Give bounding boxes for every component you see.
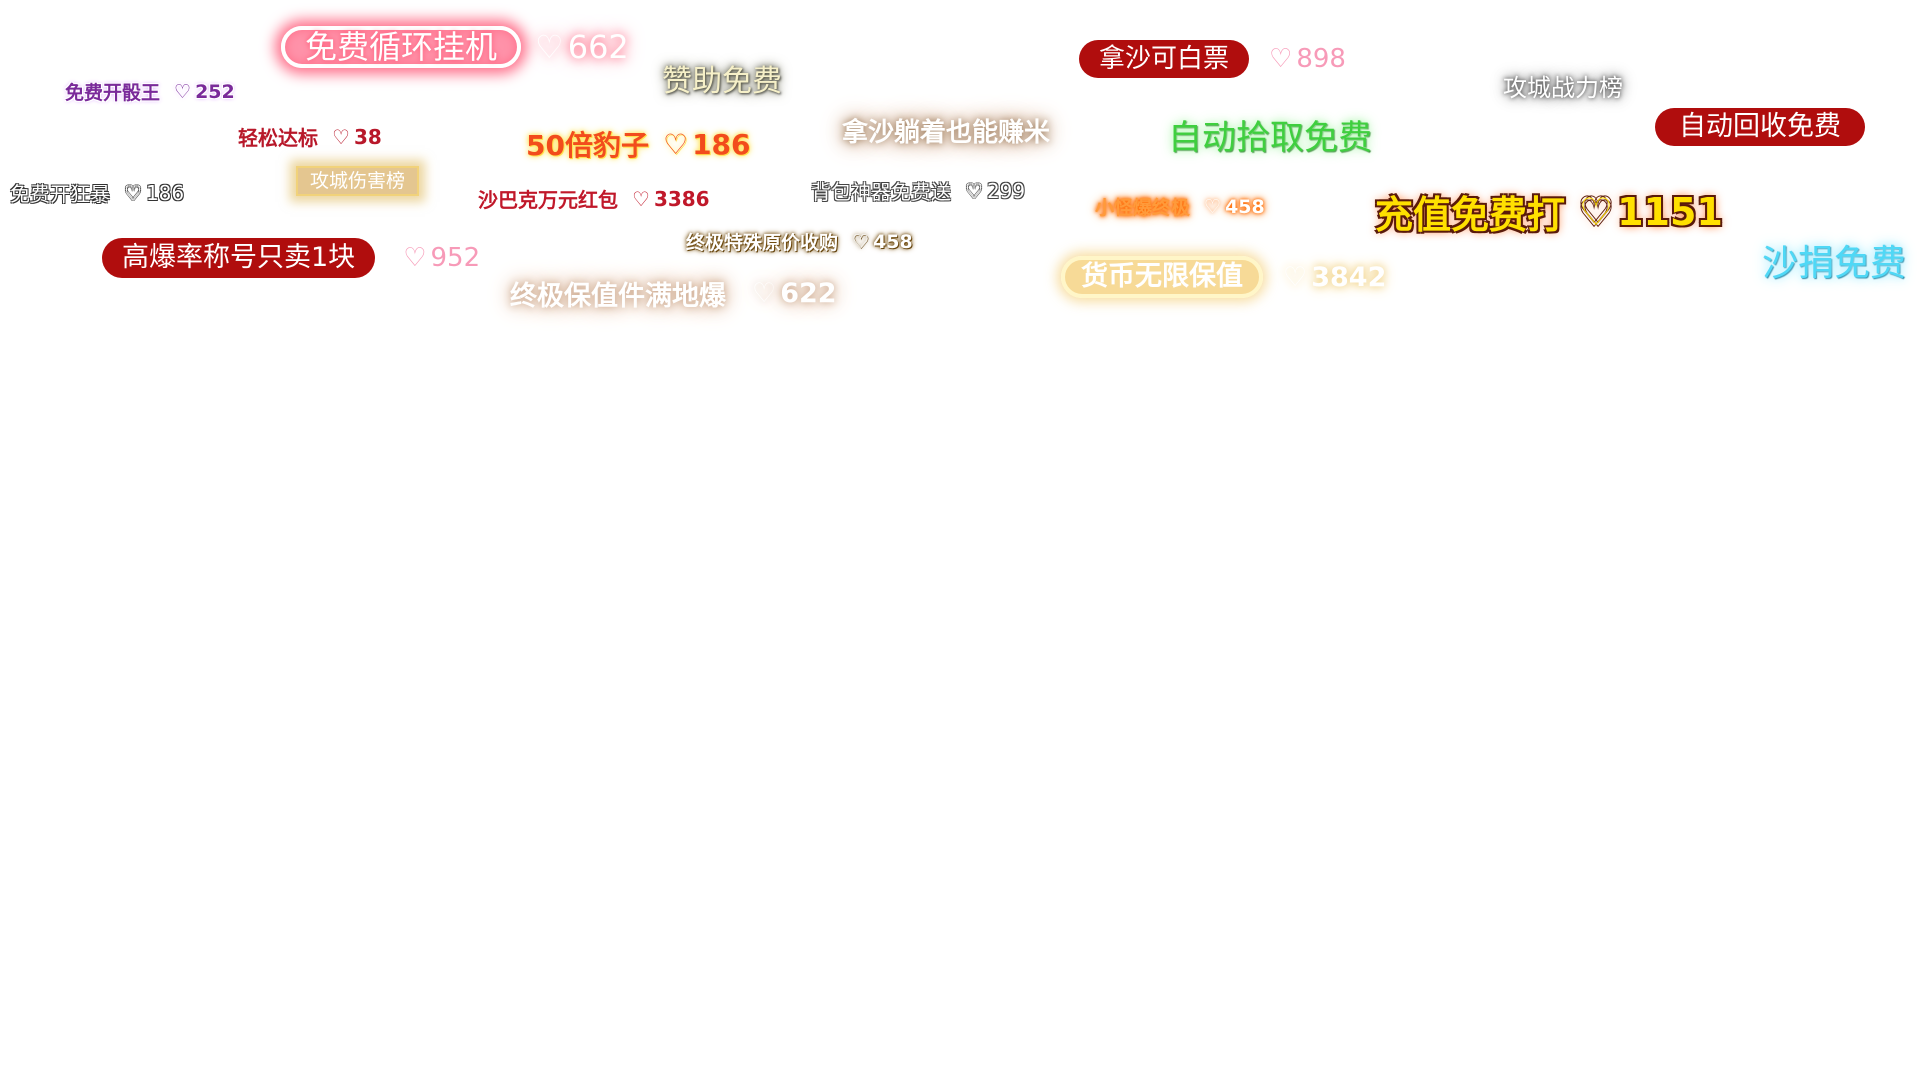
danmaku-text: 攻城伤害榜 (296, 166, 420, 196)
heart-icon: ♡ (1579, 189, 1614, 234)
danmaku-item[interactable]: 沙巴克万元红包 ♡3386 (478, 184, 710, 213)
danmaku-item[interactable]: 高爆率称号只卖1块 ♡952 (102, 238, 480, 278)
danmaku-text: 攻城战力榜 (1503, 74, 1623, 102)
danmaku-text: 充值免费打 (1375, 193, 1566, 237)
like-count[interactable]: ♡458 (1204, 195, 1265, 218)
heart-icon: ♡ (662, 127, 689, 161)
danmaku-item[interactable]: 终极保值件满地爆 ♡622 (510, 274, 837, 313)
like-count[interactable]: ♡458 (852, 230, 913, 253)
heart-icon: ♡ (124, 180, 142, 205)
danmaku-item[interactable]: 充值免费打 ♡1151 (1375, 184, 1723, 239)
danmaku-item[interactable]: 自动回收免费 (1655, 108, 1865, 146)
like-count[interactable]: ♡3842 (1283, 261, 1387, 293)
danmaku-text: 免费开狂暴 (10, 182, 110, 206)
heart-icon: ♡ (632, 186, 650, 211)
like-count[interactable]: ♡252 (174, 80, 235, 103)
danmaku-text: 50倍豹子 (526, 129, 649, 162)
heart-icon: ♡ (965, 178, 983, 203)
heart-icon: ♡ (752, 278, 777, 309)
like-count[interactable]: ♡186 (124, 180, 185, 205)
danmaku-item[interactable]: 攻城伤害榜 (296, 166, 420, 196)
danmaku-item[interactable]: 攻城战力榜 (1503, 68, 1623, 103)
danmaku-item[interactable]: 赞助免费 (662, 56, 782, 100)
heart-icon: ♡ (535, 28, 564, 66)
danmaku-text: 背包神器免费送 (811, 180, 951, 204)
heart-icon: ♡ (403, 243, 427, 273)
danmaku-text: 轻松达标 (238, 126, 318, 150)
heart-icon: ♡ (1269, 44, 1293, 74)
danmaku-text: 终极保值件满地爆 (510, 281, 726, 312)
heart-icon: ♡ (852, 230, 870, 253)
danmaku-text: 自动拾取免费 (1168, 118, 1372, 158)
danmaku-item[interactable]: 小怪爆终极 ♡458 (1095, 193, 1265, 220)
like-count[interactable]: ♡1151 (1579, 189, 1723, 234)
danmaku-text: 拿沙可白票 (1079, 40, 1250, 78)
danmaku-text: 免费循环挂机 (281, 26, 522, 68)
danmaku-item[interactable]: 50倍豹子 ♡186 (526, 124, 751, 164)
danmaku-text: 终极特殊原价收购 (686, 232, 839, 254)
like-count[interactable]: ♡299 (965, 178, 1026, 203)
like-count[interactable]: ♡898 (1269, 44, 1346, 74)
danmaku-text: 赞助免费 (662, 64, 782, 99)
danmaku-item[interactable]: 免费循环挂机 ♡662 (281, 26, 629, 68)
danmaku-item[interactable]: 拿沙躺着也能赚米 (842, 112, 1050, 149)
danmaku-text: 沙巴克万元红包 (478, 188, 618, 212)
heart-icon: ♡ (1204, 195, 1222, 218)
danmaku-text: 自动回收免费 (1655, 108, 1865, 146)
danmaku-text: 高爆率称号只卖1块 (102, 238, 376, 278)
danmaku-item[interactable]: 自动拾取免费 (1168, 110, 1372, 159)
like-count[interactable]: ♡186 (662, 127, 751, 161)
heart-icon: ♡ (1283, 261, 1308, 293)
danmaku-item[interactable]: 背包神器免费送 ♡299 (811, 176, 1025, 205)
danmaku-text: 货币无限保值 (1061, 256, 1263, 298)
danmaku-item[interactable]: 货币无限保值 ♡3842 (1061, 256, 1386, 298)
danmaku-item[interactable]: 免费开骰王 ♡252 (65, 78, 235, 105)
danmaku-item[interactable]: 轻松达标 ♡38 (238, 122, 382, 151)
like-count[interactable]: ♡3386 (632, 186, 710, 211)
danmaku-item[interactable]: 终极特殊原价收购 ♡458 (686, 228, 913, 255)
like-count[interactable]: ♡622 (752, 278, 837, 309)
like-count[interactable]: ♡952 (403, 243, 481, 273)
like-count[interactable]: ♡38 (332, 124, 382, 149)
danmaku-text: 免费开骰王 (65, 82, 161, 104)
danmaku-item[interactable]: 免费开狂暴 ♡186 (10, 178, 184, 207)
danmaku-item[interactable]: 沙捐免费 (1762, 234, 1906, 286)
danmaku-text: 沙捐免费 (1762, 243, 1907, 284)
heart-icon: ♡ (174, 80, 192, 103)
heart-icon: ♡ (332, 124, 350, 149)
danmaku-item[interactable]: 拿沙可白票 ♡898 (1079, 40, 1346, 78)
like-count[interactable]: ♡662 (535, 28, 629, 66)
danmaku-text: 拿沙躺着也能赚米 (842, 118, 1051, 148)
danmaku-text: 小怪爆终极 (1095, 197, 1191, 219)
